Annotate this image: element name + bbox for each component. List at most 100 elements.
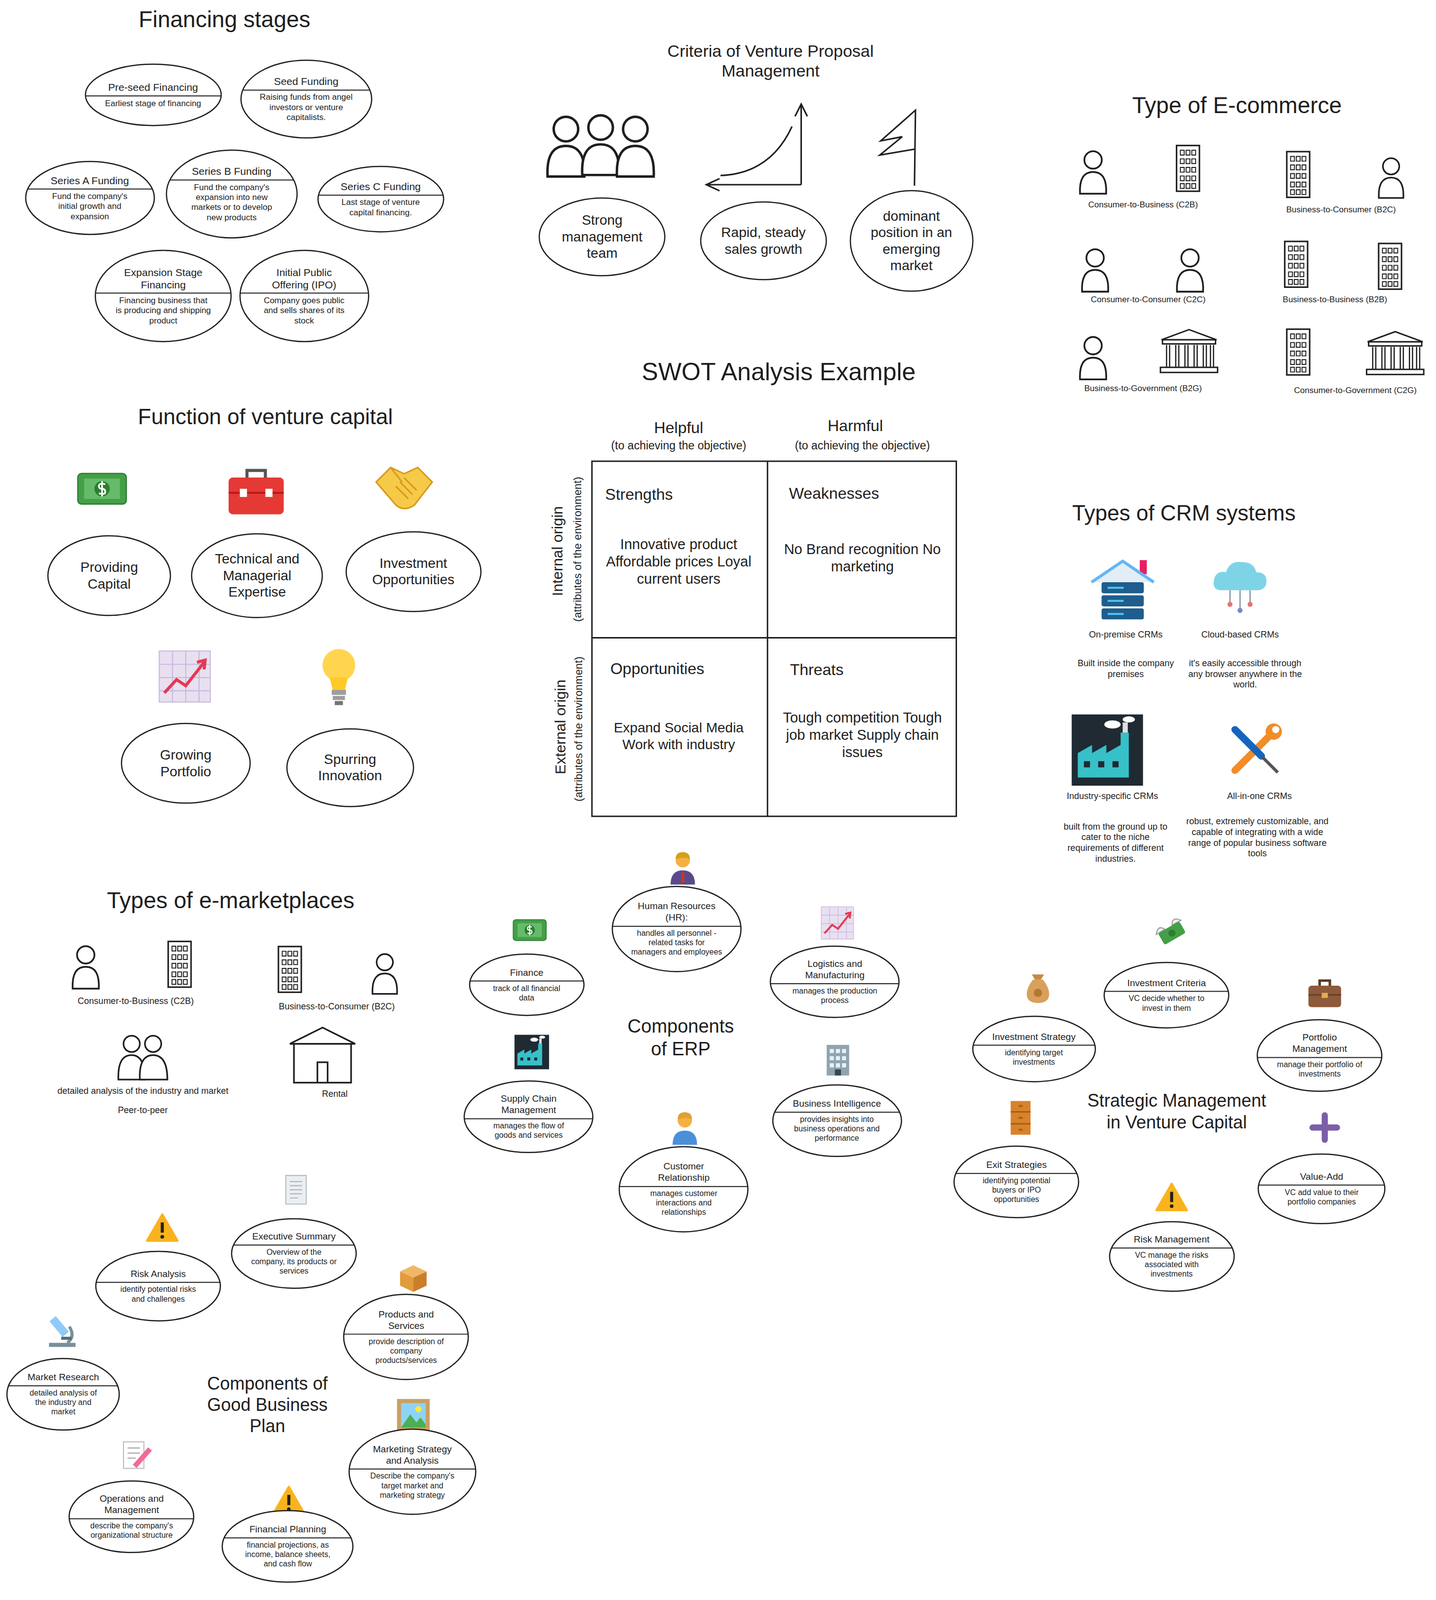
warning-icon — [1156, 1183, 1188, 1211]
building-icon — [1176, 145, 1200, 192]
ellipse-node: Investment CriteriaVC decide whether to … — [1103, 961, 1230, 1029]
node-heading: Rapid, steady sales growth — [718, 224, 809, 258]
node-heading: dominant position in an emerging market — [867, 207, 956, 275]
building-icon — [1286, 151, 1310, 198]
node-heading: Products and Services — [361, 1309, 451, 1332]
ellipse-node: Business Intelligenceprovides insights i… — [771, 1083, 903, 1158]
ellipse-divider — [349, 1468, 476, 1470]
ellipse-divider — [95, 292, 231, 294]
node-heading: Logistics and Manufacturing — [789, 958, 881, 982]
moneybag-icon — [1026, 974, 1049, 1003]
node-heading: Series A Funding — [43, 174, 136, 187]
factory-icon — [514, 1034, 550, 1070]
ellipse-node: Market Researchdetailed analysis of the … — [5, 1357, 120, 1432]
node-heading: Initial Public Offering (IPO) — [258, 266, 350, 291]
node-body: Financing business that is producing and… — [115, 295, 212, 326]
node-body: identify potential risks and challenges — [114, 1284, 203, 1304]
swot-text: (attributes of the environment) — [571, 476, 585, 622]
node-heading: Operations and Management — [87, 1493, 176, 1516]
node-text-group: Marketing Strategy and AnalysisDescribe … — [367, 1443, 458, 1500]
government-icon — [1366, 331, 1424, 375]
icon-caption: Business-to-Consumer (B2C) — [279, 1001, 396, 1013]
ellipse-outline — [349, 1429, 476, 1515]
person-icon — [616, 117, 654, 177]
ellipse-shape — [348, 1428, 477, 1516]
node-text-group: dominant position in an emerging market — [867, 207, 956, 275]
node-body: provides insights into business operatio… — [791, 1114, 883, 1144]
ellipse-outline — [1109, 1221, 1235, 1292]
node-heading: Marketing Strategy and Analysis — [367, 1443, 458, 1467]
node-body: VC manage the risks associated with inve… — [1127, 1250, 1216, 1279]
node-body: Fund the company's initial growth and ex… — [43, 191, 136, 222]
node-body: provide description of company products/… — [361, 1336, 451, 1366]
document-icon — [285, 1175, 307, 1204]
node-body: manages the flow of goods and services — [482, 1120, 575, 1140]
ellipse-node: Seed FundingRaising funds from angel inv… — [239, 59, 373, 139]
node-heading: Providing Capital — [65, 558, 154, 593]
ellipse-node: Risk Management VC manage the risks assoc… — [1108, 1220, 1236, 1293]
manager-icon — [670, 851, 696, 885]
node-text-group: Growing Portfolio — [140, 746, 232, 780]
swot-text: Tough competition Tough job market Suppl… — [780, 709, 945, 761]
node-heading: Pre-seed Financing — [104, 80, 201, 94]
icon-caption: All-in-one CRMs — [1227, 791, 1292, 802]
swot-text: Strengths — [605, 484, 674, 504]
node-text-group: Series C FundingLast stage of venture ca… — [335, 180, 426, 218]
ellipse-outline — [612, 886, 742, 972]
ellipse-node: Pre-seed FinancingEarliest stage of fina… — [84, 63, 223, 127]
ellipse-node: Financial Planningfinancial projections,… — [221, 1509, 355, 1584]
ellipse-shape — [849, 189, 974, 293]
ellipse-divider — [464, 1117, 594, 1119]
node-text-group: Customer Relationshipmanages customer in… — [638, 1160, 730, 1217]
ellipse-outline — [191, 533, 323, 618]
icon-caption: Consumer-to-Government (C2G) — [1293, 385, 1417, 396]
section-title: Components of ERP — [622, 1015, 740, 1061]
ellipse-node: Strong management team — [538, 197, 666, 277]
node-heading: Risk Management — [1127, 1234, 1216, 1246]
ellipse-node: Value-AddVC add value to their portfolio… — [1257, 1153, 1386, 1225]
icon-caption: Industry-specific CRMs — [1066, 791, 1158, 802]
node-text-group: Providing Capital — [65, 558, 154, 593]
node-body: VC add value to their portfolio companie… — [1276, 1187, 1367, 1207]
node-text-group: Portfolio Managementmanage their portfol… — [1275, 1032, 1364, 1079]
flying-money-icon — [1154, 916, 1188, 946]
swot-text: Internal origin — [548, 506, 566, 597]
swot-text: Opportunities — [610, 659, 705, 679]
icon-caption: On-premise CRMs — [1088, 629, 1163, 641]
ellipse-outline — [469, 954, 585, 1016]
node-body: financial projections, as income, balanc… — [241, 1540, 335, 1569]
bulb-icon — [322, 648, 356, 706]
icon-caption: Business-to-Business (B2B) — [1282, 294, 1388, 305]
microscope-icon — [48, 1316, 76, 1347]
node-body: Earliest stage of financing — [104, 98, 201, 109]
node-heading: Executive Summary — [249, 1231, 339, 1243]
node-heading: Series B Funding — [185, 164, 279, 178]
ellipse-outline — [1257, 1019, 1382, 1092]
node-text-group: Strong management team — [557, 211, 647, 262]
ellipse-divider — [774, 1111, 900, 1113]
ellipse-outline — [47, 535, 171, 616]
ellipse-node: dominant position in an emerging market — [849, 189, 974, 293]
ellipse-outline — [240, 60, 372, 138]
node-heading: Human Resources (HR): — [631, 900, 723, 924]
toolbox-icon — [228, 470, 284, 515]
icon-caption: Consumer-to-Consumer (C2C) — [1090, 294, 1206, 305]
node-heading: Portfolio Management — [1275, 1032, 1364, 1055]
section-title: Function of venture capital — [137, 403, 393, 431]
door-icon — [1010, 1101, 1031, 1135]
ellipse-divider — [1258, 1184, 1385, 1186]
node-text-group: Seed FundingRaising funds from angel inv… — [259, 75, 353, 123]
factory-icon — [1071, 714, 1144, 786]
swot-text: Helpful — [654, 418, 704, 438]
ellipse-shape — [285, 727, 415, 808]
node-text-group: Series B FundingFund the company's expan… — [185, 164, 279, 223]
ellipse-node: Logistics and Manufacturingmanages the p… — [769, 945, 901, 1019]
ellipse-outline — [222, 1510, 354, 1583]
section-title: Criteria of Venture Proposal Management — [658, 40, 883, 82]
ellipse-outline — [318, 166, 444, 232]
handshake-icon — [376, 467, 433, 509]
ellipse-divider — [233, 1244, 355, 1246]
ellipse-outline — [464, 1080, 594, 1153]
node-body: Raising funds from angel investors or ve… — [259, 92, 353, 123]
section-title: Financing stages — [138, 5, 311, 34]
